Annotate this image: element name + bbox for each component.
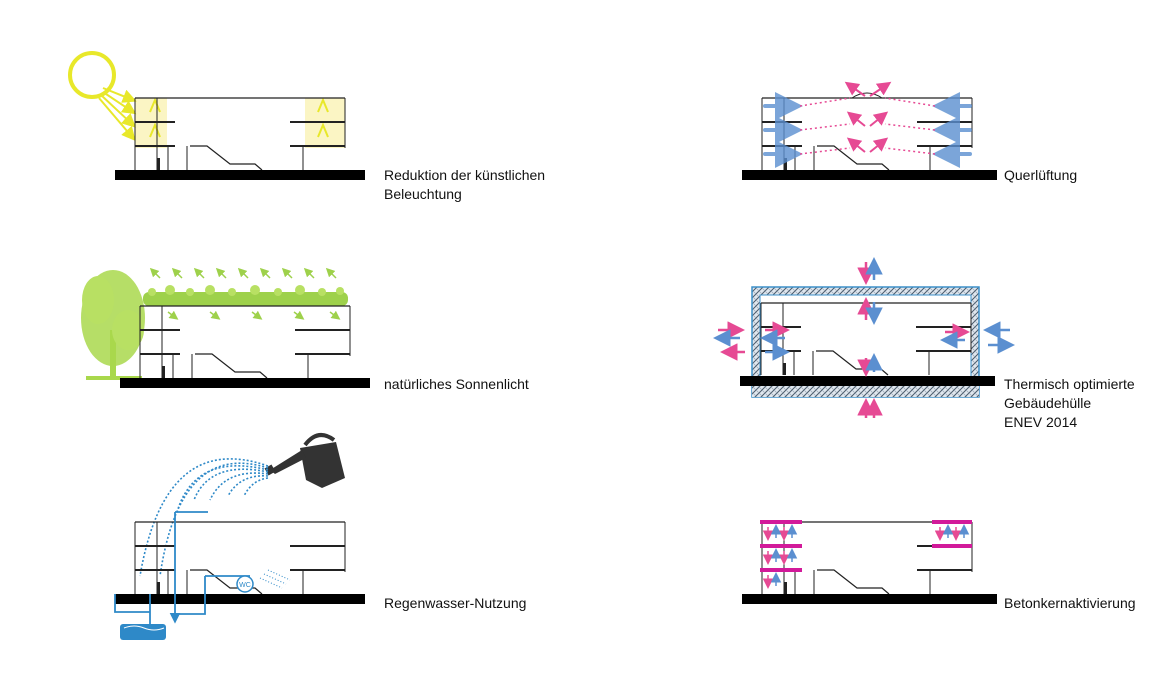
water-tank-icon bbox=[120, 624, 166, 640]
heat-arrows bbox=[713, 257, 1015, 418]
label-ventilation: Querlüftung bbox=[1004, 166, 1077, 185]
roof-vent bbox=[851, 92, 883, 99]
building-section bbox=[139, 305, 351, 379]
label-line: Betonkernaktivierung bbox=[1004, 595, 1136, 611]
panel-light bbox=[68, 51, 365, 180]
label-light: Reduktion der künstlichen Beleuchtung bbox=[384, 166, 545, 204]
label-line: Thermisch optimierte bbox=[1004, 376, 1135, 392]
label-concrete: Betonkernaktivierung bbox=[1004, 594, 1136, 613]
panel-envelope bbox=[713, 257, 1015, 418]
label-line: natürliches Sonnenlicht bbox=[384, 376, 529, 392]
wc-label: WC bbox=[239, 582, 251, 589]
green-roof bbox=[143, 285, 348, 306]
drain-arrows bbox=[259, 569, 291, 589]
label-line: Regenwasser-Nutzung bbox=[384, 595, 527, 611]
watering-can-icon bbox=[264, 433, 345, 488]
ground-slab bbox=[115, 170, 365, 180]
label-line: Beleuchtung bbox=[384, 186, 462, 202]
panel-ventilation bbox=[742, 81, 997, 180]
sun-icon bbox=[68, 51, 116, 99]
panel-green bbox=[81, 267, 370, 388]
oxygen-arrows bbox=[149, 267, 341, 320]
activated-slabs bbox=[760, 520, 972, 572]
label-line: Gebäudehülle bbox=[1004, 395, 1092, 411]
water-spray bbox=[139, 458, 269, 577]
building-section bbox=[761, 97, 973, 171]
label-line: ENEV 2014 bbox=[1004, 414, 1078, 430]
ground-slab bbox=[740, 376, 995, 386]
thermal-exchange-arrows bbox=[762, 524, 970, 589]
label-rain: Regenwasser-Nutzung bbox=[384, 594, 526, 613]
label-line: Reduktion der künstlichen bbox=[384, 167, 546, 183]
air-flow bbox=[763, 81, 972, 168]
ground-slab bbox=[742, 594, 997, 604]
label-green: natürliches Sonnenlicht bbox=[384, 375, 529, 394]
ground-slab bbox=[120, 378, 370, 388]
panel-rain: WC bbox=[114, 433, 365, 640]
label-envelope: Thermisch optimierte Gebäudehülle ENEV 2… bbox=[1004, 375, 1135, 432]
tree-icon bbox=[81, 270, 145, 380]
panel-concrete bbox=[742, 520, 997, 604]
ground-slab bbox=[115, 594, 365, 604]
wc-icon: WC bbox=[236, 575, 254, 593]
label-line: Querlüftung bbox=[1004, 167, 1078, 183]
sun-rays bbox=[98, 87, 329, 142]
ground-slab bbox=[742, 170, 997, 180]
